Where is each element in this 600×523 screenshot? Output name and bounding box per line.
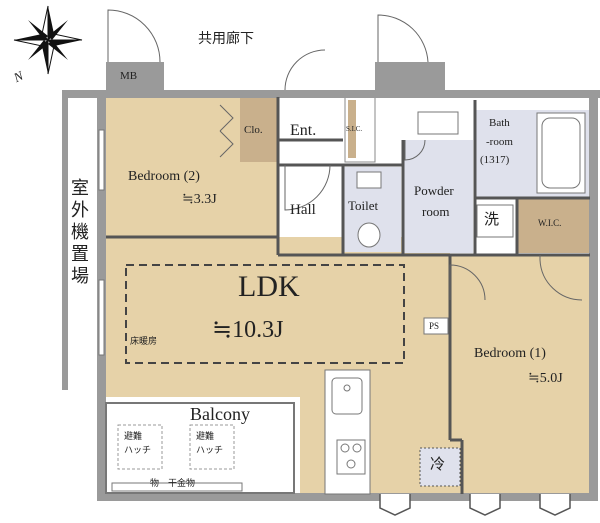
hall-label: Hall	[290, 202, 316, 218]
bathroom-name: Bath	[489, 117, 510, 129]
hatch1-label-b: ハッチ	[124, 446, 152, 456]
bathtub	[536, 112, 586, 194]
balcony-label: Balcony	[190, 404, 250, 424]
bottom-windows	[379, 494, 571, 516]
balcony-area	[105, 402, 295, 494]
storage-label: 物 干金物	[150, 479, 196, 489]
wic-floor	[517, 198, 590, 253]
powder-floor	[403, 140, 473, 253]
balcony-rail	[111, 482, 243, 492]
floor-heating-label: 床暖房	[130, 337, 158, 347]
shoe-cabinet	[348, 100, 356, 158]
vanity-sink	[417, 111, 459, 135]
toilet-fixture	[356, 171, 382, 248]
floor-heating-area	[125, 264, 405, 364]
ldk-floor	[105, 237, 450, 397]
compass-icon	[13, 5, 83, 75]
interior-walls	[106, 97, 590, 494]
bathroom-name-2: -room	[486, 136, 513, 148]
bedroom1-floor	[450, 255, 590, 494]
kitchen-counter	[324, 369, 371, 495]
fridge-label: 冷	[430, 455, 446, 473]
hatch-1	[117, 424, 163, 470]
bedroom1-name: Bedroom (1)	[474, 346, 546, 361]
powder-name: Powder	[414, 183, 454, 198]
washer-label: 洗	[484, 210, 500, 228]
bathroom-size: (1317)	[480, 154, 510, 166]
fridge-space	[419, 447, 461, 487]
ps-label: PS	[429, 321, 440, 331]
closet-label: Clo.	[244, 124, 263, 136]
hatch2-label-b: ハッチ	[196, 446, 224, 456]
entrance-label: Ent.	[290, 122, 317, 139]
corridor-label: 共用廊下	[198, 31, 254, 47]
hatch1-label-a: 避難	[124, 432, 143, 442]
hatch2-label-a: 避難	[196, 432, 215, 442]
mb-label: MB	[120, 70, 138, 82]
bedroom2-name: Bedroom (2)	[128, 169, 200, 184]
shoe-closet-label: S.I.C.	[346, 125, 363, 133]
bedroom2-area: ≒3.3J	[182, 192, 217, 207]
wic-label: W.I.C.	[538, 218, 562, 228]
hatch-2	[189, 424, 235, 470]
closet-doors	[219, 104, 234, 158]
closet-floor	[240, 97, 278, 162]
toilet-label: Toilet	[348, 198, 379, 213]
left-windows	[98, 129, 105, 356]
washer-space	[476, 204, 514, 238]
ldk-name: LDK	[238, 270, 300, 303]
ps-box	[423, 317, 449, 335]
bedroom1-area: ≒5.0J	[528, 371, 563, 386]
door-swings	[107, 9, 583, 301]
ldk-area: ≒10.3J	[212, 317, 284, 343]
outdoor-unit-label: 室 外 機 置 場	[71, 178, 89, 287]
powder-name-2: room	[422, 204, 450, 219]
